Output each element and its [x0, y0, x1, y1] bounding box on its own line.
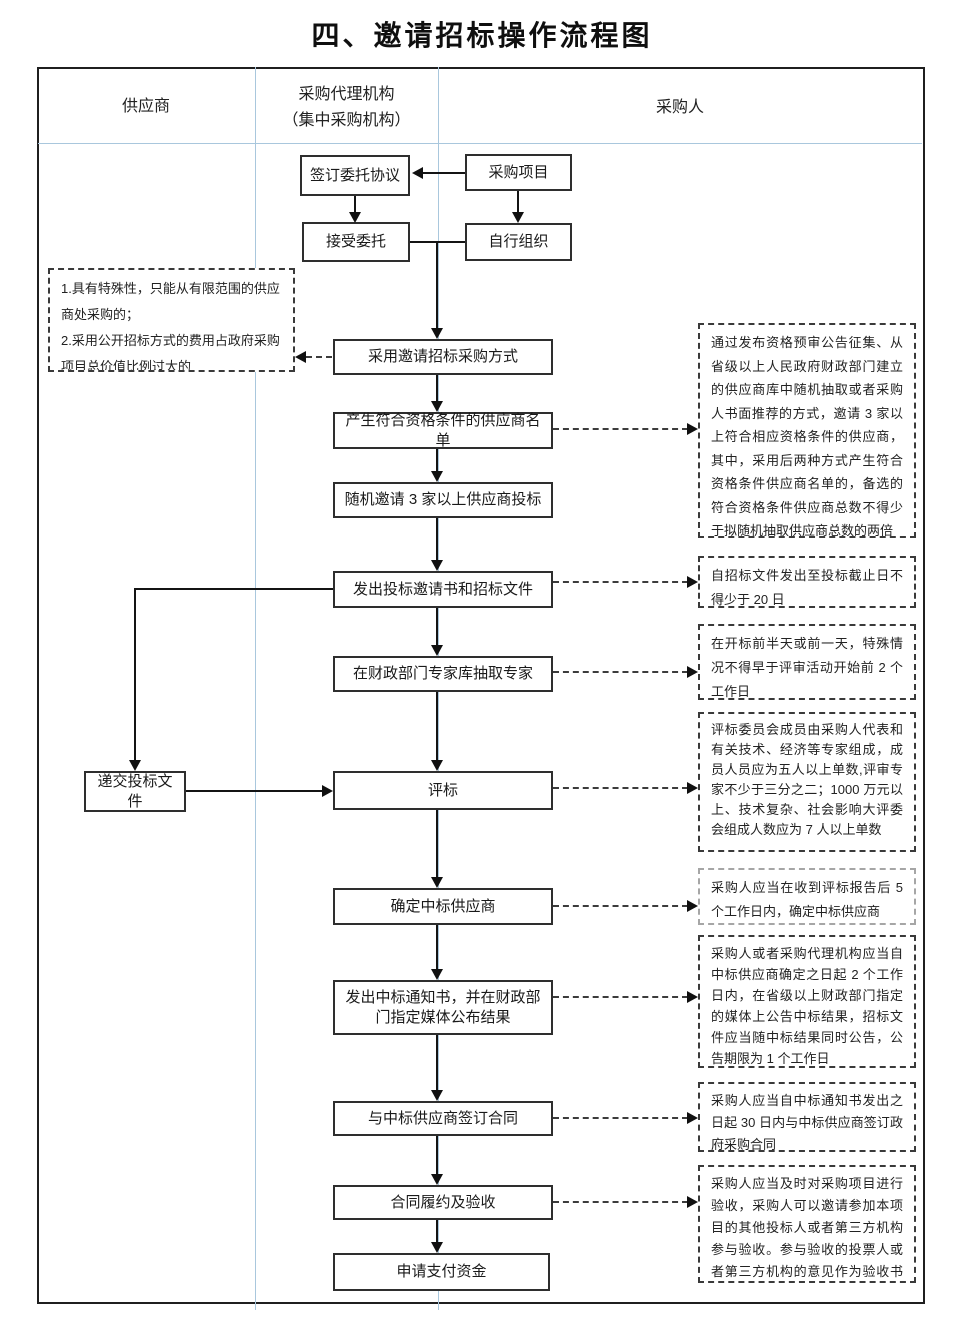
node-sign-agreement: 签订委托协议 — [300, 155, 410, 196]
dashed-connector — [306, 356, 332, 358]
node-procurement-project: 采购项目 — [465, 154, 572, 191]
flow-line — [436, 449, 438, 472]
note-result-announcement: 采购人或者采购代理机构应当自中标供应商确定之日起 2 个工作日内，在省级以上财政… — [698, 935, 916, 1068]
flow-line — [354, 196, 356, 213]
node-evaluate: 评标 — [333, 771, 553, 810]
node-draw-experts: 在财政部门专家库抽取专家 — [333, 656, 553, 692]
flow-line — [436, 1035, 438, 1091]
arrowhead-down — [431, 969, 443, 980]
note-committee-composition: 评标委员会成员由采购人代表和有关技术、经济等专家组成，成员人员应为五人以上单数,… — [698, 712, 916, 852]
dashed-connector — [553, 787, 688, 789]
node-apply-payment: 申请支付资金 — [333, 1253, 550, 1291]
arrowhead-right — [687, 782, 698, 794]
flow-line — [134, 588, 136, 761]
node-accept-entrustment: 接受委托 — [302, 222, 410, 262]
flow-line — [186, 790, 323, 792]
node-self-organize: 自行组织 — [465, 223, 572, 261]
flow-line — [436, 692, 438, 761]
arrowhead-right — [687, 991, 698, 1003]
note-condition-2: 2.采用公开招标方式的费用占政府采购项目总价值比例过大的 — [61, 333, 280, 372]
note-30-days-contract: 采购人应当自中标通知书发出之日起 30 日内与中标供应商签订政府采购合同 — [698, 1082, 916, 1152]
arrowhead-left — [295, 351, 306, 363]
flow-line — [436, 810, 438, 878]
arrowhead-down — [431, 560, 443, 571]
arrowhead-right — [322, 785, 333, 797]
lane-label-agency-line1: 采购代理机构 — [298, 86, 395, 103]
arrowhead-right — [687, 423, 698, 435]
lane-divider-left — [255, 67, 256, 1310]
flow-line — [436, 375, 438, 402]
lane-label-agency: 采购代理机构 （集中采购机构） — [255, 82, 438, 134]
flow-line — [436, 925, 438, 970]
node-perform-accept: 合同履约及验收 — [333, 1185, 553, 1220]
arrowhead-right — [687, 576, 698, 588]
arrowhead-down — [431, 1242, 443, 1253]
note-5-working-days: 采购人应当在收到评标报告后 5 个工作日内，确定中标供应商 — [698, 868, 916, 925]
flow-line — [517, 191, 519, 213]
arrowhead-down — [129, 760, 141, 771]
arrowhead-right — [687, 900, 698, 912]
dashed-connector — [553, 905, 688, 907]
arrowhead-right — [687, 1196, 698, 1208]
note-acceptance: 采购人应当及时对采购项目进行验收，采购人可以邀请参加本项目的其他投标人或者第三方… — [698, 1165, 916, 1283]
arrowhead-down — [431, 877, 443, 888]
node-announce-result: 发出中标通知书，并在财政部门指定媒体公布结果 — [333, 980, 553, 1035]
node-random-invite: 随机邀请 3 家以上供应商投标 — [333, 482, 553, 518]
arrowhead-down — [512, 212, 524, 223]
dashed-connector — [553, 428, 688, 430]
arrowhead-down — [431, 1090, 443, 1101]
note-invitation-conditions: 1.具有特殊性，只能从有限范围的供应商处采购的； 2.采用公开招标方式的费用占政… — [48, 268, 295, 372]
arrowhead-down — [431, 645, 443, 656]
node-issue-invitation: 发出投标邀请书和招标文件 — [333, 571, 553, 608]
node-determine-winner: 确定中标供应商 — [333, 888, 553, 925]
flow-line — [423, 172, 465, 174]
note-qualification-methods: 通过发布资格预审公告征集、从省级以上人民政府财政部门建立的供应商库中随机抽取或者… — [698, 323, 916, 538]
lane-label-agency-line2: （集中采购机构） — [282, 112, 411, 129]
note-expert-timing: 在开标前半天或前一天，特殊情况不得早于评审活动开始前 2 个工作日 — [698, 624, 916, 700]
node-submit-bid: 递交投标文件 — [84, 771, 186, 812]
node-generate-list: 产生符合资格条件的供应商名单 — [333, 412, 553, 449]
page-title: 四、邀请招标操作流程图 — [311, 20, 653, 51]
arrowhead-down — [349, 212, 361, 223]
dashed-connector — [553, 1117, 688, 1119]
node-sign-contract: 与中标供应商签订合同 — [333, 1101, 553, 1136]
arrowhead-down — [431, 760, 443, 771]
arrowhead-right — [687, 666, 698, 678]
flow-line — [436, 608, 438, 646]
lane-label-supplier: 供应商 — [121, 98, 170, 115]
note-20-days: 自招标文件发出至投标截止日不得少于 20 日 — [698, 556, 916, 608]
arrowhead-down — [431, 471, 443, 482]
dashed-connector — [553, 1201, 688, 1203]
arrowhead-down — [431, 1174, 443, 1185]
dashed-connector — [553, 671, 688, 673]
node-adopt-method: 采用邀请招标采购方式 — [333, 339, 553, 375]
flow-line — [436, 242, 438, 329]
dashed-connector — [553, 581, 688, 583]
arrowhead-down — [431, 401, 443, 412]
flow-line — [436, 518, 438, 561]
note-condition-1: 1.具有特殊性，只能从有限范围的供应商处采购的； — [61, 281, 280, 322]
dashed-connector — [553, 996, 688, 998]
lane-label-purchaser: 采购人 — [655, 99, 704, 116]
lane-header-divider — [38, 143, 922, 144]
diagram-frame — [37, 67, 925, 1304]
flow-line — [436, 1136, 438, 1175]
arrowhead-down — [431, 328, 443, 339]
flow-line — [436, 1220, 438, 1243]
arrowhead-right — [687, 1112, 698, 1124]
flow-line — [135, 588, 333, 590]
arrowhead-left — [412, 167, 423, 179]
